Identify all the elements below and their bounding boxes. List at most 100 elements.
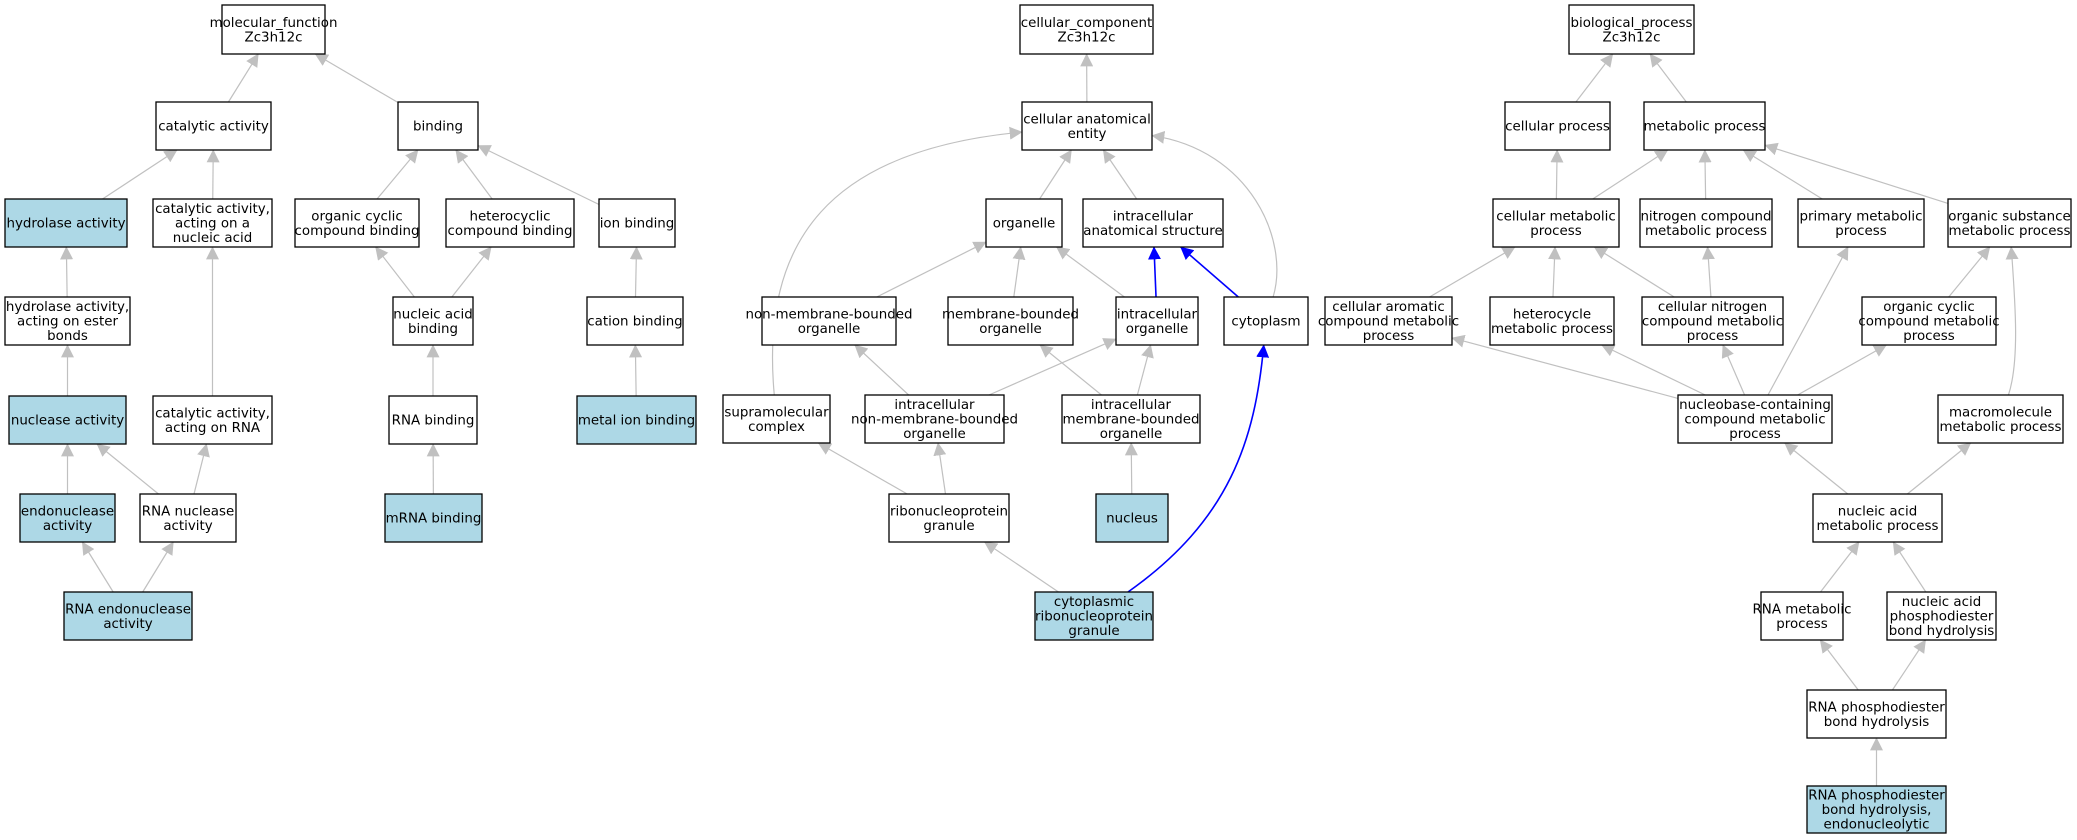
node-label: process [1530,224,1581,239]
node-cp[interactable]: cellular process [1504,101,1611,151]
edge-rnaendo-to-rnanuc [142,541,174,593]
node-label: cellular anatomical [1023,112,1151,127]
node-label: heterocyclic [469,209,550,224]
node-box [155,101,272,151]
node-box [722,394,831,444]
node-nuc[interactable]: nuclease activity [8,395,127,445]
node-box [445,198,575,248]
node-label: molecular_function [210,16,338,31]
node-box [1568,4,1695,55]
node-cat[interactable]: catalytic activity [155,101,272,151]
node-mp[interactable]: metabolic process [1643,101,1766,151]
node-box [1489,296,1615,346]
node-cyto[interactable]: cytoplasm [1223,296,1309,346]
edge-rnamp-to-namp [1820,541,1860,593]
node-label: process [1903,329,1954,344]
edge-cyto-to-ias [1180,246,1239,298]
node-box [864,394,1005,444]
edges-layer [60,53,2019,786]
node-catb[interactable]: cation binding [586,296,684,346]
node-catrna[interactable]: catalytic activity,acting on RNA [152,395,273,445]
node-box [1806,785,1947,834]
node-label: intracellular [1113,209,1194,224]
node-box [598,198,676,248]
edge-catna-to-cat [206,149,220,200]
node-label: biological_process [1571,16,1693,31]
edge-inmbo-to-nmbo [854,344,910,396]
node-label: compound metabolic [1318,315,1459,330]
node-label: catalytic activity [158,120,269,135]
node-label: RNA binding [392,414,475,429]
node-mrnab[interactable]: mRNA binding [384,493,483,543]
node-label: organelle [798,322,861,337]
node-label: ribonucleoprotein [1035,610,1153,625]
edge-namp-to-nbcmp [1784,442,1849,495]
node-label: compound metabolic [1858,315,1999,330]
node-box [1806,689,1947,739]
node-label: nucleic acid [1902,595,1981,610]
node-box [1643,101,1766,151]
node-box [1641,296,1784,346]
node-ionb[interactable]: ion binding [598,198,676,248]
node-label: mRNA binding [386,512,482,527]
node-nucleus[interactable]: nucleus [1095,493,1169,543]
node-label: metabolic process [1949,224,2071,239]
node-box [4,198,128,248]
node-box [397,101,479,151]
node-box [985,198,1063,248]
node-org[interactable]: organelle [985,198,1063,248]
node-label: non-membrane-bounded [851,413,1018,428]
node-box [1797,198,1925,248]
edge-cp-to-bp [1575,53,1614,103]
edge-rnpg-to-inmbo [933,442,947,495]
edge-mbo-to-org [1012,246,1026,298]
node-bind[interactable]: binding [397,101,479,151]
node-inmbo[interactable]: intracellularnon-membrane-boundedorganel… [851,394,1018,444]
edge-io-to-org [1056,246,1125,298]
node-metb[interactable]: metal ion binding [576,395,697,445]
node-rnab[interactable]: RNA binding [388,395,478,445]
edge-pmp-to-mp [1742,149,1823,200]
node-hydro[interactable]: hydrolase activity [4,198,128,248]
node-label: binding [413,120,463,135]
edge-nab-to-occb [375,246,415,298]
node-label: supramolecular [724,405,829,420]
node-label: nucleic acid [173,231,252,246]
node-box [139,493,237,543]
